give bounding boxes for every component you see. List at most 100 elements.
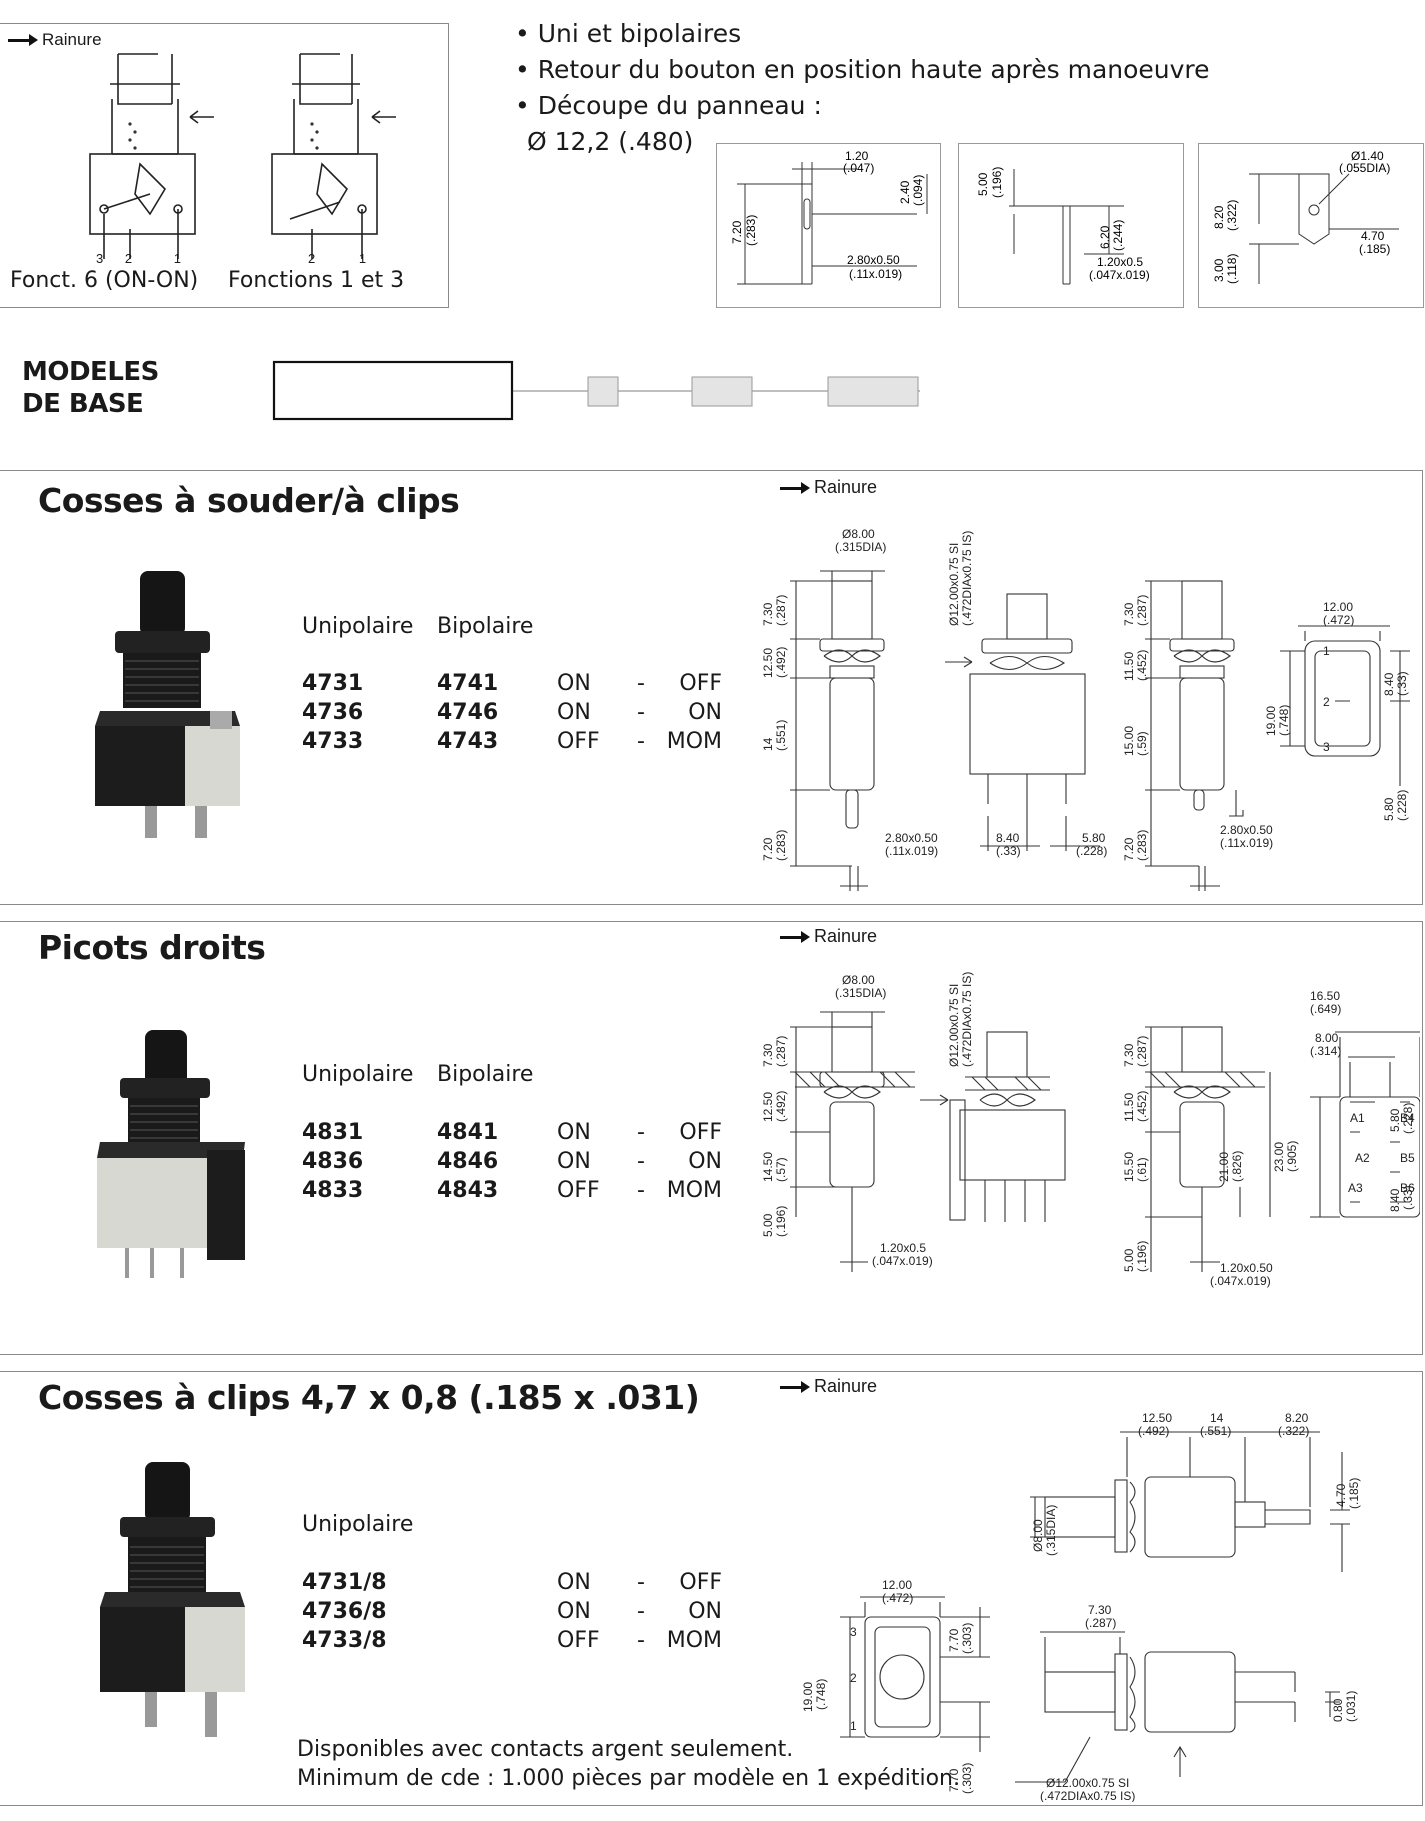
svg-text:A2: A2 (1355, 1151, 1370, 1165)
svg-text:15.00: 15.00 (1122, 726, 1136, 756)
svg-text:14: 14 (1210, 1411, 1224, 1425)
feature-item: Ø 12,2 (.480) (527, 127, 694, 156)
svg-text:B6: B6 (1400, 1181, 1415, 1195)
feature-item: • Retour du bouton en position haute apr… (515, 55, 1210, 84)
svg-text:23.00: 23.00 (1272, 1142, 1286, 1172)
section-title: Picots droits (38, 928, 266, 967)
svg-text:3.00: 3.00 (1212, 258, 1226, 282)
svg-text:Ø8.00: Ø8.00 (842, 973, 875, 987)
svg-text:1.20x0.5: 1.20x0.5 (880, 1241, 926, 1255)
section-solder-clips: Cosses à souder/à clips Rainure Unipolai… (0, 470, 1423, 905)
svg-text:7.30: 7.30 (761, 602, 775, 626)
svg-text:11.50: 11.50 (1122, 652, 1136, 681)
models-legend-bar (272, 360, 920, 421)
svg-text:1: 1 (850, 1719, 857, 1733)
svg-text:19.00: 19.00 (1264, 706, 1278, 736)
rainure-legend: Rainure (780, 1376, 877, 1397)
product-photo-switch (95, 571, 240, 838)
svg-text:(.649): (.649) (1310, 1002, 1341, 1016)
panel-dim-box-2: 5.00 (.196) 6.20 (.244) 1.20x0.5 (.047x.… (958, 143, 1184, 308)
model-row: 4733/8 OFF-MOM (302, 1628, 722, 1653)
svg-text:3: 3 (850, 1625, 857, 1639)
svg-text:8.00: 8.00 (1315, 1031, 1339, 1045)
svg-text:(.492): (.492) (774, 647, 788, 678)
svg-text:(.452): (.452) (1135, 650, 1149, 681)
svg-text:4.70: 4.70 (1361, 229, 1385, 243)
svg-text:(.11x.019): (.11x.019) (849, 267, 902, 281)
svg-text:12.00: 12.00 (882, 1578, 912, 1592)
svg-text:1.20: 1.20 (845, 149, 869, 163)
svg-text:(.472DIAx0.75 IS): (.472DIAx0.75 IS) (960, 531, 974, 626)
section-title: Cosses à clips 4,7 x 0,8 (.185 x .031) (38, 1378, 700, 1417)
svg-text:7.20: 7.20 (761, 837, 775, 861)
svg-text:(.322): (.322) (1278, 1424, 1309, 1438)
column-header-unipolaire: Unipolaire (302, 1512, 414, 1537)
svg-text:(.315DIA): (.315DIA) (1044, 1505, 1058, 1556)
product-photo-switch (97, 1030, 245, 1278)
svg-text:(.196): (.196) (1135, 1241, 1149, 1272)
svg-text:(.472): (.472) (882, 1591, 913, 1605)
svg-text:19.00: 19.00 (801, 1682, 815, 1712)
svg-text:2.80x0.50: 2.80x0.50 (847, 253, 900, 267)
dim-drawing: Ø1.40 (.055DIA) 8.20 (.322) 4.70 (.185) … (1212, 149, 1399, 284)
section-title: Cosses à souder/à clips (38, 481, 460, 520)
svg-text:(.748): (.748) (814, 1679, 828, 1710)
svg-text:(.287): (.287) (774, 595, 788, 626)
svg-text:Ø12.00x0.75 SI: Ø12.00x0.75 SI (1046, 1776, 1129, 1790)
svg-text:8.20: 8.20 (1212, 205, 1226, 229)
section-clip-terminals: Cosses à clips 4,7 x 0,8 (.185 x .031) R… (0, 1371, 1423, 1806)
svg-text:A1: A1 (1350, 1111, 1365, 1125)
svg-text:(.283): (.283) (1135, 830, 1149, 861)
svg-text:5.80: 5.80 (1388, 1108, 1402, 1132)
svg-text:16.50: 16.50 (1310, 989, 1340, 1003)
svg-text:2: 2 (850, 1671, 857, 1685)
svg-text:0.80: 0.80 (1331, 1698, 1345, 1722)
svg-text:(.472DIAx0.75 IS): (.472DIAx0.75 IS) (960, 972, 974, 1067)
svg-text:(.047x.019): (.047x.019) (872, 1254, 933, 1268)
svg-text:B4: B4 (1400, 1111, 1415, 1125)
panel-dim-box-1: 1.20 (.047) 2.40 (.094) 7.20 (.283) 2.80… (716, 143, 941, 308)
svg-text:(.118): (.118) (1225, 254, 1239, 284)
svg-text:(.228): (.228) (1076, 844, 1107, 858)
svg-text:(.315DIA): (.315DIA) (835, 986, 886, 1000)
model-row: 4736/8 ON-ON (302, 1599, 722, 1624)
svg-text:(.57): (.57) (774, 1157, 788, 1182)
svg-text:(.303): (.303) (960, 1623, 974, 1654)
arrow-right-icon (780, 1380, 810, 1393)
svg-text:(.472DIAx0.75 IS): (.472DIAx0.75 IS) (1040, 1789, 1135, 1802)
svg-text:Ø1.40: Ø1.40 (1351, 149, 1384, 163)
svg-text:(.287): (.287) (1135, 1036, 1149, 1067)
svg-text:(.314): (.314) (1310, 1044, 1341, 1058)
svg-text:7.30: 7.30 (1122, 602, 1136, 626)
rainure-legend: Rainure (8, 30, 102, 50)
svg-text:12.50: 12.50 (761, 1092, 775, 1122)
panel-dim-box-3: Ø1.40 (.055DIA) 8.20 (.322) 4.70 (.185) … (1198, 143, 1424, 308)
svg-text:(.33): (.33) (1395, 671, 1409, 696)
availability-note: Disponibles avec contacts argent seuleme… (297, 1737, 794, 1762)
svg-text:(.031): (.031) (1344, 1691, 1358, 1722)
svg-text:5.00: 5.00 (761, 1213, 775, 1237)
technical-drawing: Ø8.00 (.315DIA) Ø12.00x0.75 SI (.472DIAx… (761, 972, 1420, 1288)
svg-text:6.20: 6.20 (1098, 225, 1112, 249)
svg-text:8.40: 8.40 (1388, 1188, 1402, 1212)
svg-text:12.50: 12.50 (1142, 1411, 1172, 1425)
svg-text:14: 14 (761, 737, 775, 751)
svg-text:8.40: 8.40 (1382, 672, 1396, 696)
svg-text:1: 1 (1323, 644, 1330, 658)
svg-text:14.50: 14.50 (761, 1152, 775, 1182)
technical-drawing: Ø8.00 (.315DIA) Ø12.00x0.75 SI (.472DIAx… (761, 527, 1410, 891)
svg-text:7.70: 7.70 (947, 1628, 961, 1652)
column-header-bipolaire: Bipolaire (437, 614, 534, 639)
svg-text:(.905): (.905) (1285, 1141, 1299, 1172)
caption-fonctions-1-3: Fonctions 1 et 3 (228, 268, 405, 293)
svg-text:7.30: 7.30 (1088, 1603, 1112, 1617)
svg-text:2: 2 (1323, 695, 1330, 709)
svg-text:1.20x0.5: 1.20x0.5 (1097, 255, 1143, 269)
svg-text:8.40: 8.40 (996, 831, 1020, 845)
svg-text:A3: A3 (1348, 1181, 1363, 1195)
svg-text:4.70: 4.70 (1334, 1483, 1348, 1507)
